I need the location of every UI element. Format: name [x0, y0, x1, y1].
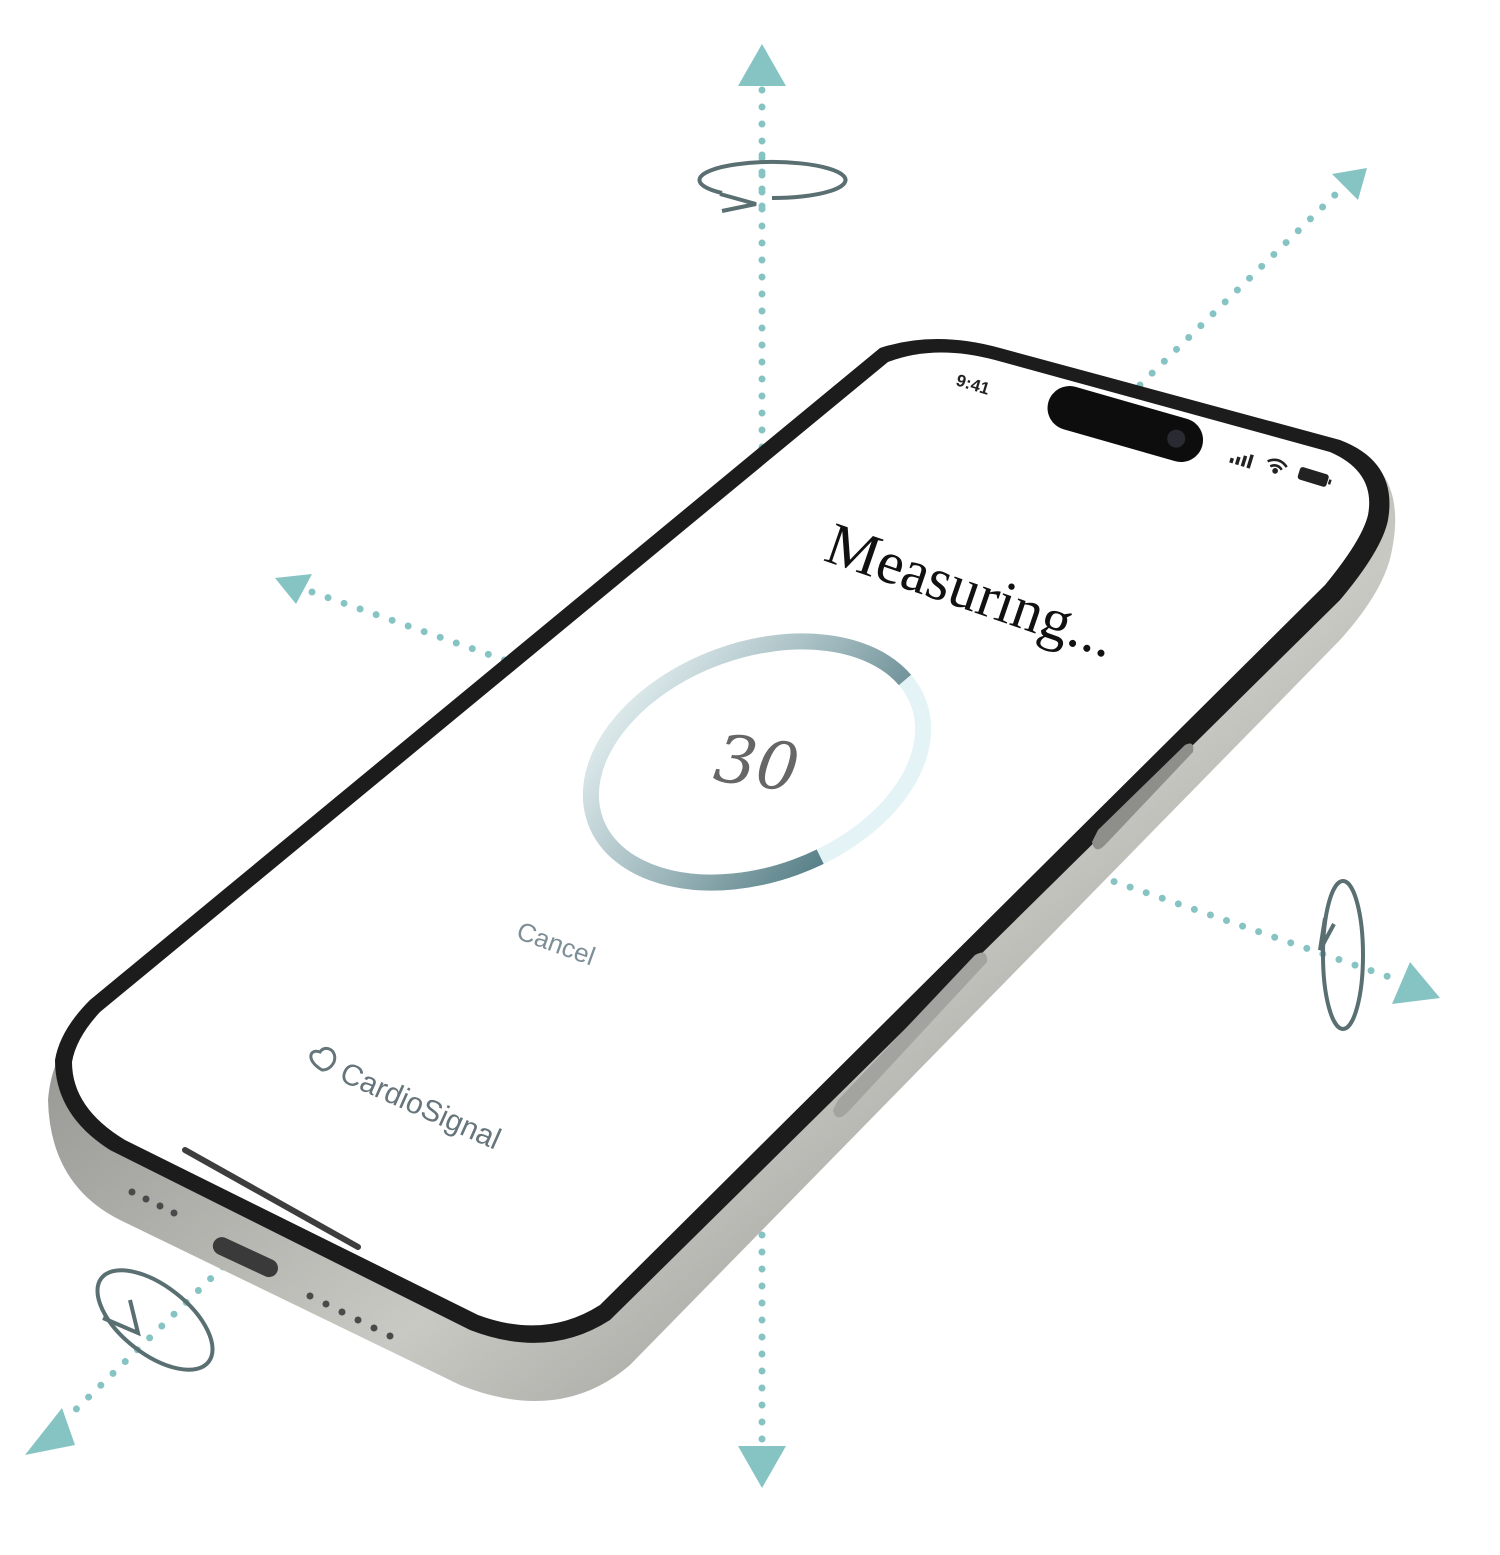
rotation-roll-icon — [1318, 879, 1365, 1031]
rotation-yaw-icon — [697, 151, 848, 214]
heart-outline-icon — [309, 1046, 337, 1072]
speaker-grille-right — [306, 1292, 394, 1340]
wifi-icon — [1267, 458, 1288, 474]
speaker-grille-left — [128, 1188, 178, 1217]
progress-ring-fill — [582, 633, 932, 891]
axis-diagonal-short — [275, 574, 1440, 1004]
phone — [48, 339, 1396, 1401]
battery-icon — [1297, 467, 1332, 487]
axis-vertical — [738, 44, 786, 1488]
axis-diagonal-long — [25, 168, 1367, 1455]
countdown-value: 30 — [710, 720, 804, 808]
dynamic-island — [1047, 386, 1204, 463]
home-indicator — [182, 1147, 361, 1250]
progress-ring — [582, 633, 932, 891]
phone-screen — [72, 352, 1370, 1326]
cellular-signal-icon — [1229, 454, 1254, 469]
charging-port — [212, 1237, 278, 1278]
rotation-pitch-icon — [95, 1268, 215, 1372]
side-button-volume[interactable] — [833, 952, 988, 1118]
side-button-power[interactable] — [1092, 743, 1194, 850]
